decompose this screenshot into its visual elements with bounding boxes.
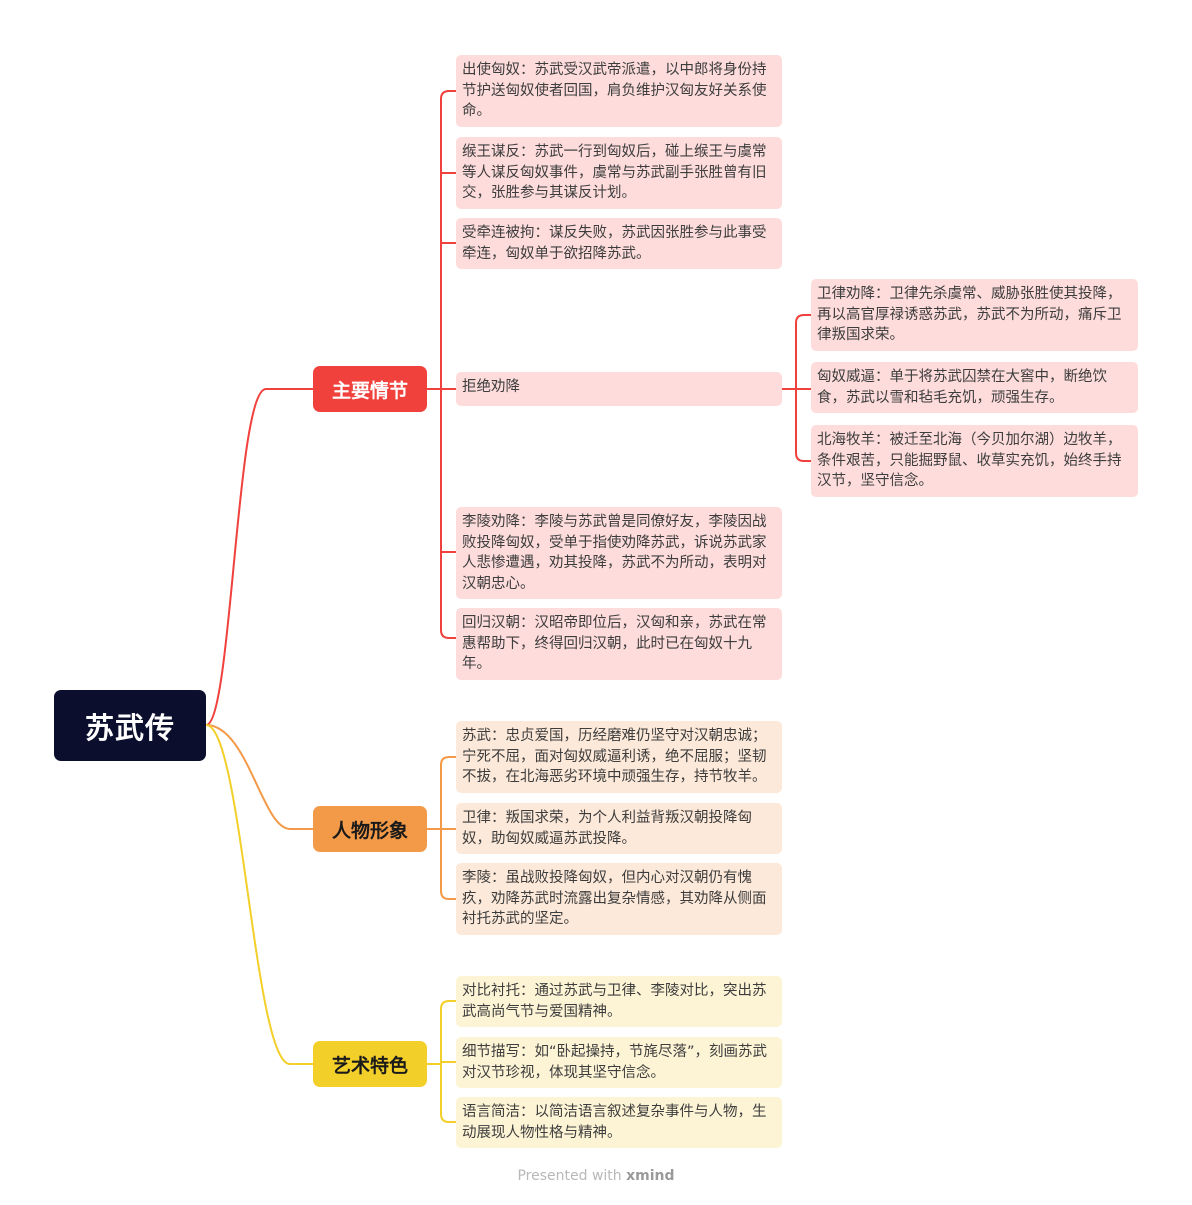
connector-refuse-subleaves (782, 314, 811, 462)
topic-return-to-han[interactable]: 回归汉朝：汉昭帝即位后，汉匈和亲，苏武在常惠帮助下，终得回归汉朝，此时已在匈奴十… (456, 608, 782, 680)
footer-prefix: Presented with (517, 1168, 627, 1184)
topic-refuse-surrender[interactable]: 拒绝劝降 (456, 372, 782, 406)
branch-character-image[interactable]: 人物形象 (313, 806, 427, 852)
presented-with-footer: Presented with xmind (0, 1168, 1192, 1184)
topic-concise-language[interactable]: 语言简洁：以简洁语言叙述复杂事件与人物，生动展现人物性格与精神。 (456, 1097, 782, 1148)
connector-character-leaves (427, 756, 456, 900)
connector-root-art (205, 724, 313, 1065)
connector-plot-leaves (427, 90, 456, 639)
topic-li-ling-persuasion[interactable]: 李陵劝降：李陵与苏武曾是同僚好友，李陵因战败投降匈奴，受单于指使劝降苏武，诉说苏… (456, 507, 782, 599)
connector-root-plot (205, 388, 313, 726)
branch-art-features[interactable]: 艺术特色 (313, 1041, 427, 1087)
subtopic-xiongnu-coercion[interactable]: 匈奴威逼：单于将苏武囚禁在大窖中，断绝饮食，苏武以雪和毡毛充饥，顽强生存。 (811, 362, 1138, 413)
branch-main-plot[interactable]: 主要情节 (313, 366, 427, 412)
topic-implicated-detained[interactable]: 受牵连被拘：谋反失败，苏武因张胜参与此事受牵连，匈奴单于欲招降苏武。 (456, 218, 782, 269)
topic-su-wu-character[interactable]: 苏武：忠贞爱国，历经磨难仍坚守对汉朝忠诚；宁死不屈，面对匈奴威逼利诱，绝不屈服；… (456, 721, 782, 793)
subtopic-north-sea-herding[interactable]: 北海牧羊：被迁至北海（今贝加尔湖）边牧羊，条件艰苦，只能掘野鼠、收草实充饥，始终… (811, 425, 1138, 497)
topic-contrast[interactable]: 对比衬托：通过苏武与卫律、李陵对比，突出苏武高尚气节与爱国精神。 (456, 976, 782, 1027)
topic-li-ling-character[interactable]: 李陵：虽战败投降匈奴，但内心对汉朝仍有愧疚，劝降苏武时流露出复杂情感，其劝降从侧… (456, 863, 782, 935)
subtopic-wei-lv-persuasion[interactable]: 卫律劝降：卫律先杀虞常、威胁张胜使其投降，再以高官厚禄诱惑苏武，苏武不为所动，痛… (811, 279, 1138, 351)
topic-wei-lv-character[interactable]: 卫律：叛国求荣，为个人利益背叛汉朝投降匈奴，助匈奴威逼苏武投降。 (456, 803, 782, 854)
root-topic[interactable]: 苏武传 (54, 690, 206, 761)
connector-root-character (205, 724, 313, 830)
xmind-brand: xmind (626, 1168, 675, 1184)
topic-envoy-to-xiongnu[interactable]: 出使匈奴：苏武受汉武帝派遣，以中郎将身份持节护送匈奴使者回国，肩负维护汉匈友好关… (456, 55, 782, 127)
topic-gou-king-rebellion[interactable]: 缑王谋反：苏武一行到匈奴后，碰上缑王与虞常等人谋反匈奴事件，虞常与苏武副手张胜曾… (456, 137, 782, 209)
topic-detail-description[interactable]: 细节描写：如“卧起操持，节旄尽落”，刻画苏武对汉节珍视，体现其坚守信念。 (456, 1037, 782, 1088)
connector-art-leaves (427, 1000, 456, 1123)
